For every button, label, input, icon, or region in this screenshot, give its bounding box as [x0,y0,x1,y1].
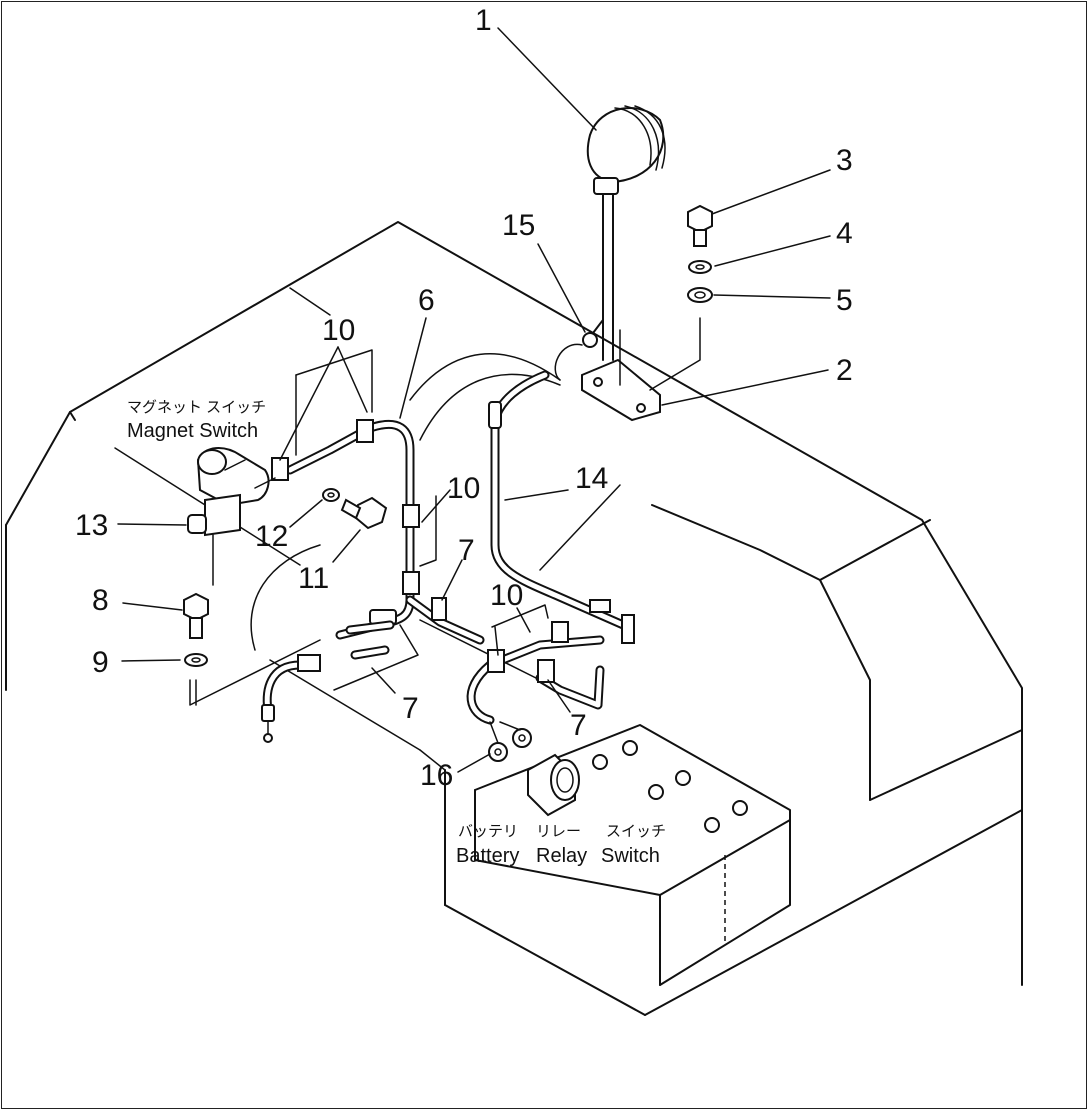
machine-body-outline [5,221,1023,1016]
magnet-switch-jp: マグネット スイッチ [127,399,266,416]
switch-jp: スイッチ [606,823,666,840]
battery-box [474,724,791,986]
bolt-11 [340,496,388,530]
callout-2: 2 [836,354,853,387]
callout-15: 15 [502,209,535,242]
bolt-3 [687,204,713,247]
clamp-tags [189,349,549,706]
leader-lines [117,27,831,773]
battery-en: Battery [456,845,519,867]
relay-jp: リレー [536,823,581,840]
harness-6 [271,419,485,660]
callout-3: 3 [836,144,853,177]
lock-washer-4 [688,260,712,274]
battery-relay-switch [527,753,580,817]
relay-en: Relay [536,845,587,867]
callout-16: 16 [420,759,453,792]
callout-9: 9 [92,646,109,679]
magnet-switch-caption: マグネット スイッチ Magnet Switch [127,399,266,442]
bolt-8 [183,592,209,639]
callout-labels: 1 2 3 4 5 6 7 8 9 10 11 12 13 14 15 16 1… [75,4,853,792]
switch-en: Switch [601,845,660,867]
lock-washer-9 [184,653,208,667]
callout-10a: 10 [322,314,355,347]
callout-1: 1 [475,4,492,37]
callout-10b: 10 [447,472,480,505]
callout-10c: 10 [490,579,523,612]
callout-7a: 7 [458,534,475,567]
callout-13: 13 [75,509,108,542]
callout-14: 14 [575,462,608,495]
battery-jp: バッテリ [458,823,518,840]
harness-14 [488,370,635,644]
callout-6: 6 [418,284,435,317]
callout-7b: 7 [402,692,419,725]
lamp-lead-15 [554,319,604,381]
callout-11: 11 [298,562,329,595]
callout-7c: 7 [570,709,587,742]
magnet-switch-en: Magnet Switch [127,420,258,442]
callout-8: 8 [92,584,109,617]
lower-left-lead [261,654,321,743]
battery-relay-switch-caption: バッテリ リレー スイッチ Battery Relay Switch [456,823,666,867]
magnet-switch [187,447,276,586]
callout-5: 5 [836,284,853,317]
callout-12: 12 [255,520,288,553]
washer-12 [322,488,340,502]
flat-washer-5 [687,287,713,303]
lamp-bracket [581,317,701,422]
work-lamp [586,105,666,361]
callout-4: 4 [836,217,853,250]
